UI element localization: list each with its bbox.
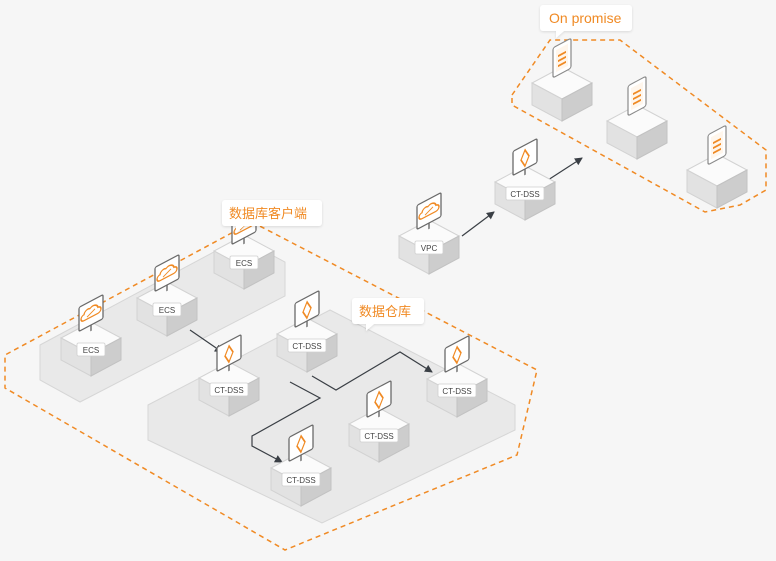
node-label-bg <box>76 342 106 357</box>
node-server-1 <box>531 38 593 122</box>
node-label: VPC <box>421 244 438 253</box>
diamond-monitor-icon <box>512 138 538 176</box>
diamond-monitor-icon <box>288 424 314 462</box>
node-cube <box>531 66 593 122</box>
node-label-bg <box>414 240 444 255</box>
server-document-icon <box>707 125 727 165</box>
nodes-layer: ECS ECS ECS CT-DSS CT-DSS CT-DSS CT-DSS CT-DSS V… <box>60 38 748 507</box>
node-server-2 <box>606 76 668 160</box>
diamond-monitor-icon <box>294 290 320 328</box>
node-label-bg <box>281 472 321 487</box>
node-dss-left: CT-DSS <box>198 334 260 417</box>
arrow-dss-top-to-dss-right <box>311 351 433 391</box>
on-premise-group-outline <box>511 39 767 213</box>
diamond-monitor-icon <box>444 335 470 373</box>
node-label: CT-DSS <box>510 190 539 199</box>
on-premise-label-box <box>540 5 632 38</box>
cloud-monitor-icon <box>154 254 180 292</box>
node-label: ECS <box>236 259 252 268</box>
node-label-bg <box>505 186 545 201</box>
node-label-bg <box>287 338 327 353</box>
node-dss-top: CT-DSS <box>276 290 338 373</box>
client-warehouse-group-outline <box>4 221 538 551</box>
node-label: CT-DSS <box>292 342 321 351</box>
arrow-dss-top-to-dss-bottom <box>251 381 322 463</box>
node-cube <box>686 153 748 209</box>
node-dss-right: CT-DSS <box>426 335 488 418</box>
node-label: CT-DSS <box>364 432 393 441</box>
node-label-bg <box>229 255 259 270</box>
arrow-gateway-to-on-premise <box>547 157 583 181</box>
warehouse-label-box <box>352 298 424 331</box>
client-label-box <box>222 200 322 233</box>
diamond-monitor-icon <box>366 380 392 418</box>
node-dss-bottom: CT-DSS <box>270 424 332 507</box>
node-label-bg <box>359 428 399 443</box>
warehouse-label: 数据仓库 <box>359 304 411 320</box>
node-ecs-1: ECS <box>60 294 122 377</box>
node-label: CT-DSS <box>286 476 315 485</box>
on-premise-label: On promise <box>549 10 622 26</box>
node-ecs-2: ECS <box>136 254 198 337</box>
node-dss-mid: CT-DSS <box>348 380 410 463</box>
node-cube <box>606 104 668 160</box>
cloud-monitor-icon <box>78 294 104 332</box>
diamond-monitor-icon <box>216 334 242 372</box>
server-document-icon <box>627 76 647 116</box>
node-label-bg <box>209 382 249 397</box>
arrow-vpc-to-gateway <box>461 211 495 237</box>
node-server-3 <box>686 125 748 209</box>
node-label: ECS <box>159 306 175 315</box>
node-dss-gateway: CT-DSS <box>494 138 556 221</box>
server-document-icon <box>552 38 572 78</box>
warehouse-platform <box>147 309 516 524</box>
node-label-bg <box>437 383 477 398</box>
node-label: CT-DSS <box>442 387 471 396</box>
node-label-bg <box>152 302 182 317</box>
node-label: ECS <box>83 346 99 355</box>
node-label: CT-DSS <box>214 386 243 395</box>
client-label: 数据库客户端 <box>229 206 307 222</box>
node-vpc: VPC <box>398 192 460 275</box>
cloud-monitor-icon <box>416 192 442 230</box>
